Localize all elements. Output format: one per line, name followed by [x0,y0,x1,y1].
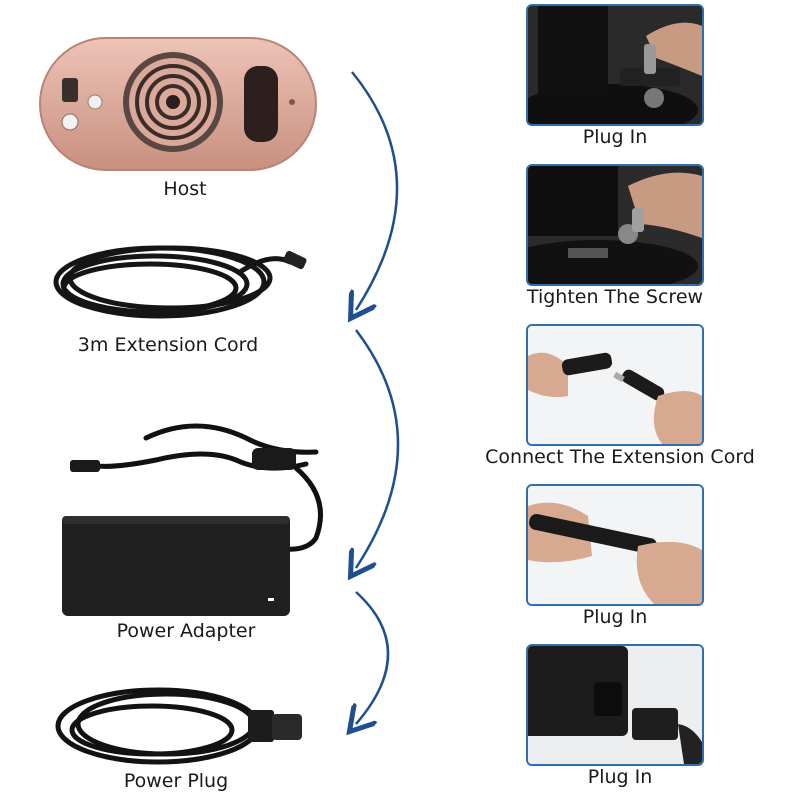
step-2-label: Tighten The Screw [526,286,704,308]
step-4-photo [526,484,704,606]
host-label: Host [163,178,207,200]
arrow-1 [352,71,399,310]
host-image [38,36,318,176]
step-3-photo [526,324,704,446]
arrow-3 [356,591,390,724]
step-1-photo [526,4,704,126]
arrow-2 [356,329,400,568]
step-1-label: Plug In [582,126,648,148]
power-adapter-label: Power Adapter [116,620,256,642]
step-2-photo [526,164,704,286]
step-3-label: Connect The Extension Cord [485,446,755,468]
power-plug-image [48,676,310,772]
power-adapter-image [56,408,336,618]
extension-cord-image [40,232,312,332]
step-5-photo [526,644,704,766]
step-4-label: Plug In [582,606,648,628]
step-5-label: Plug In [587,766,653,788]
extension-cord-label: 3m Extension Cord [77,334,259,356]
power-plug-label: Power Plug [123,770,229,792]
